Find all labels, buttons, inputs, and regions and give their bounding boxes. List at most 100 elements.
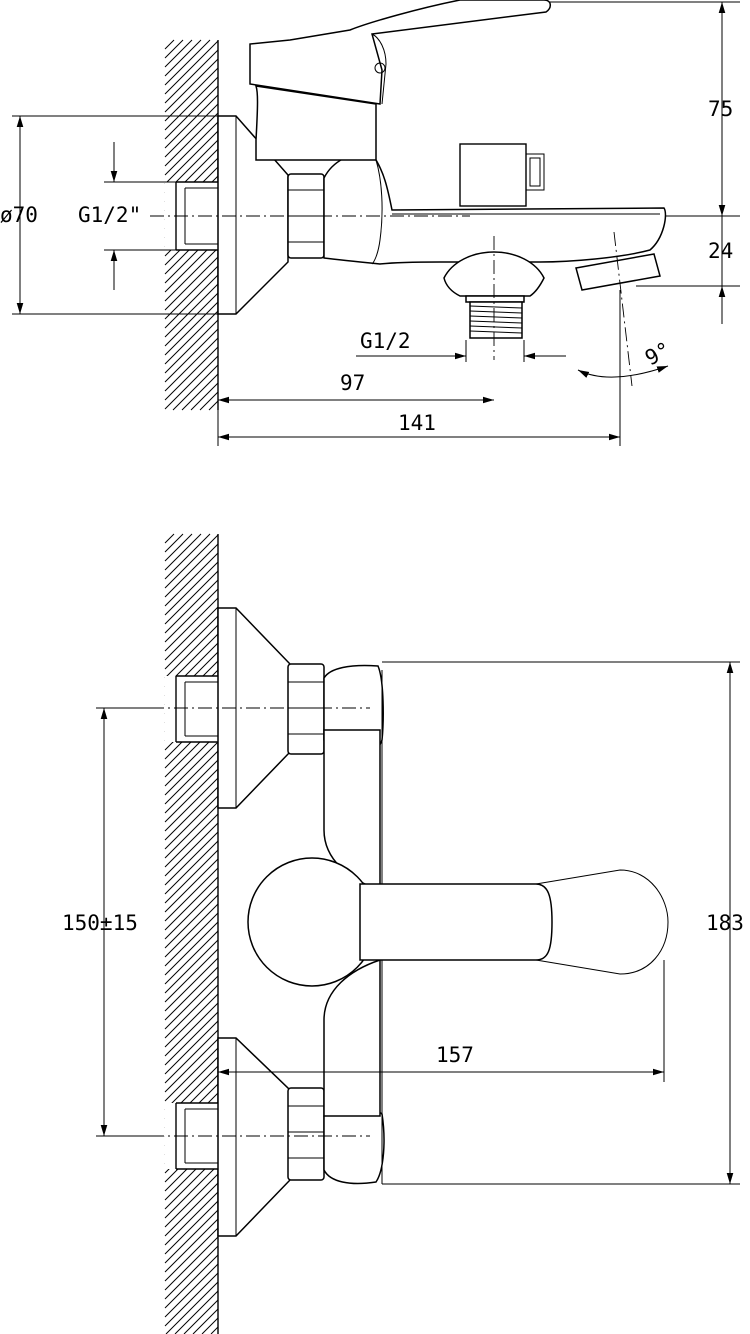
spout-head — [575, 253, 661, 291]
hatch-line — [164, 876, 219, 931]
hatch-line — [164, 858, 219, 913]
mixer-body-top — [323, 152, 667, 265]
hatch-line — [164, 570, 219, 625]
hatch-line — [164, 1038, 219, 1093]
hatch-line — [164, 1020, 219, 1075]
hatch-line — [208, 400, 219, 411]
cartridge-cap — [247, 857, 377, 987]
hatch-line — [164, 1047, 219, 1102]
hatch-line — [164, 49, 219, 104]
hatch-line — [164, 822, 219, 877]
hatch-line — [164, 1254, 219, 1309]
hatch-line — [164, 533, 193, 562]
hatch-line — [164, 1245, 219, 1300]
hatch-line — [164, 750, 219, 805]
hatch-line — [164, 552, 219, 607]
hatch-line — [164, 1236, 219, 1291]
hatch-line — [164, 533, 175, 544]
hatch-line — [164, 579, 219, 634]
dim-label-angle: 9° — [641, 337, 675, 370]
hatch-line — [164, 948, 219, 1003]
hatch-line — [164, 67, 219, 122]
hatch-line — [164, 39, 193, 68]
hatch-line — [164, 94, 219, 149]
hex-nut-lower — [287, 1087, 325, 1181]
hatch-line — [164, 777, 219, 832]
hatch-line — [164, 534, 219, 589]
hex-nut-upper — [287, 663, 325, 755]
hatch-line — [164, 804, 219, 859]
hatch-line — [164, 39, 175, 50]
hatch-line — [164, 606, 219, 661]
hatch-line — [164, 103, 219, 158]
wall-flange-lower — [217, 1037, 291, 1237]
thread-line — [469, 330, 523, 334]
hatch-line — [164, 831, 219, 886]
hatch-line — [172, 364, 219, 411]
hatch-line — [164, 58, 219, 113]
hatch-line — [164, 256, 219, 311]
hatch-line — [164, 39, 202, 77]
hatch-line — [164, 274, 219, 329]
hatch-line — [201, 1317, 219, 1334]
hatch-line — [190, 382, 219, 411]
hatch-line — [164, 319, 219, 374]
lever-handle-top — [249, 0, 551, 105]
hatch-line — [164, 885, 219, 940]
hatch-line — [164, 921, 219, 976]
hatch-line — [164, 741, 219, 796]
cup-symbol — [459, 143, 545, 207]
hatch-line — [210, 1326, 219, 1334]
hatch-line — [164, 533, 184, 553]
hatch-line — [164, 1011, 219, 1066]
threaded-nipple — [465, 295, 525, 339]
hatch-line — [164, 85, 219, 140]
hatch-line — [164, 39, 211, 86]
hatch-line — [164, 301, 219, 356]
hatch-line — [164, 533, 202, 571]
thread-line — [469, 310, 523, 314]
thread-line — [469, 325, 523, 329]
hatch-line — [164, 588, 219, 643]
hatch-line — [183, 1299, 219, 1334]
hatch-line — [164, 894, 219, 949]
thread-line — [469, 315, 523, 319]
hatch-line — [164, 112, 219, 167]
hatch-line — [164, 849, 219, 904]
hatch-line — [174, 1290, 219, 1334]
hatch-line — [164, 292, 219, 347]
hatch-line — [164, 615, 219, 670]
hatch-line — [164, 1218, 219, 1273]
hatch-line — [164, 1200, 219, 1255]
dim-label-24: 24 — [708, 239, 733, 263]
dim-label-141: 141 — [398, 411, 436, 435]
thread-line — [469, 305, 523, 309]
hatch-line — [164, 957, 219, 1012]
hatch-line — [164, 355, 219, 410]
hatch-line — [164, 328, 219, 383]
hatch-line — [164, 840, 219, 895]
hatch-line — [164, 984, 219, 1039]
eccentric-arm-lower — [323, 1106, 385, 1185]
thread-line — [469, 320, 523, 324]
hatch-line — [164, 867, 219, 922]
dim-label-75: 75 — [708, 97, 733, 121]
dim-label-157: 157 — [436, 1043, 474, 1067]
dim-label-outlet-thread: G1/2 — [360, 329, 411, 353]
dim-label-inlet-spacing: 150±15 — [62, 911, 138, 935]
hatch-line — [164, 1182, 219, 1237]
hatch-line — [164, 543, 219, 598]
hatch-line — [164, 247, 219, 302]
side-elevation-view: 75 24 ø70 G1/2" G1/2 97 141 9° — [0, 0, 740, 446]
hatch-line — [164, 1002, 219, 1057]
hatch-line — [164, 76, 219, 131]
hatch-line — [164, 40, 219, 95]
hatch-line — [164, 1227, 219, 1282]
hatch-line — [164, 1164, 219, 1219]
hatch-line — [164, 966, 219, 1021]
hatch-line — [199, 391, 219, 411]
dim-label-inlet-thread: G1/2" — [78, 203, 141, 227]
dim-label-97: 97 — [340, 371, 365, 395]
hatch-line — [164, 1173, 219, 1228]
